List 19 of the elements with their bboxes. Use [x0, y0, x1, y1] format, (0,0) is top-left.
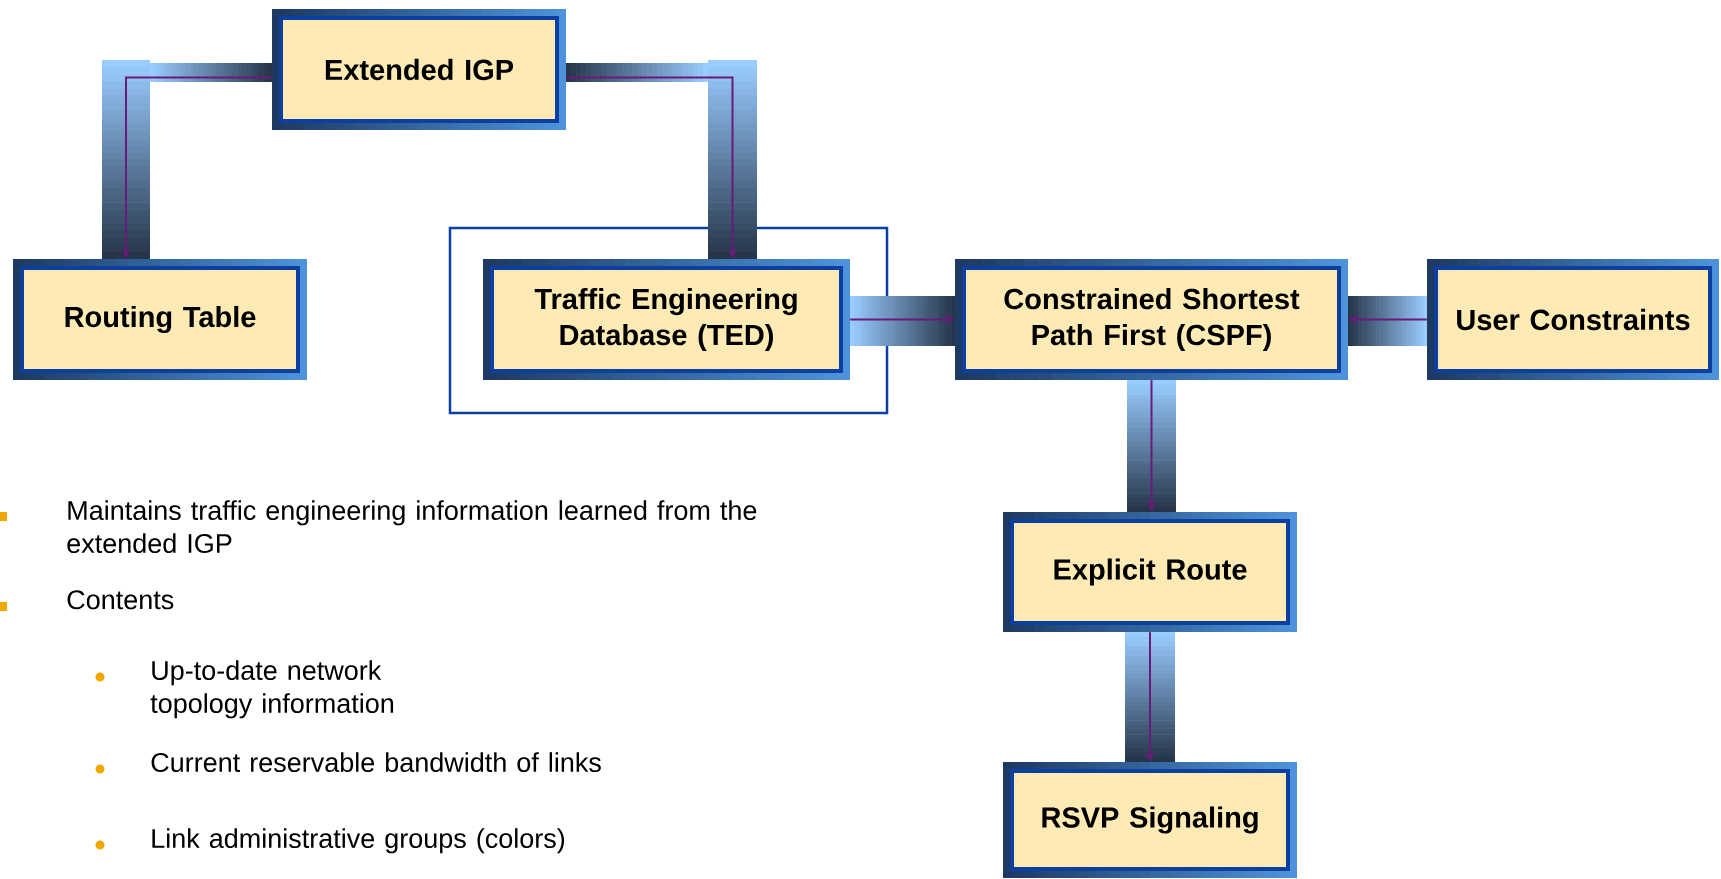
process-box: Routing Table	[13, 259, 307, 380]
highlight-frame	[448, 226, 889, 415]
bullet-text: Maintains traffic engineering information learned from the extended IGP	[67, 500, 757, 554]
process-box: RSVP Signaling	[1003, 762, 1297, 878]
connector-arrow	[1348, 296, 1428, 346]
connector-arrow	[849, 296, 955, 346]
bullet-text: Up-to-date network topology information	[150, 660, 394, 719]
connector-arrow	[565, 60, 757, 259]
process-box: Constrained Shortest Path First (CSPF)	[955, 259, 1348, 380]
process-box: Traffic Engineering Database (TED)	[483, 259, 850, 380]
connector-arrow	[1125, 631, 1175, 762]
process-box: Extended IGP	[272, 9, 566, 130]
bullet-text: Link administrative groups (colors)	[152, 828, 565, 854]
connector-arrow	[102, 60, 273, 259]
process-box: Explicit Route	[1003, 512, 1297, 632]
process-box: User Constraints	[1427, 259, 1719, 380]
connector-arrow	[1127, 379, 1176, 512]
bullet-text: Current reservable bandwidth of links	[151, 752, 601, 773]
bullet-text: Contents	[67, 590, 174, 610]
